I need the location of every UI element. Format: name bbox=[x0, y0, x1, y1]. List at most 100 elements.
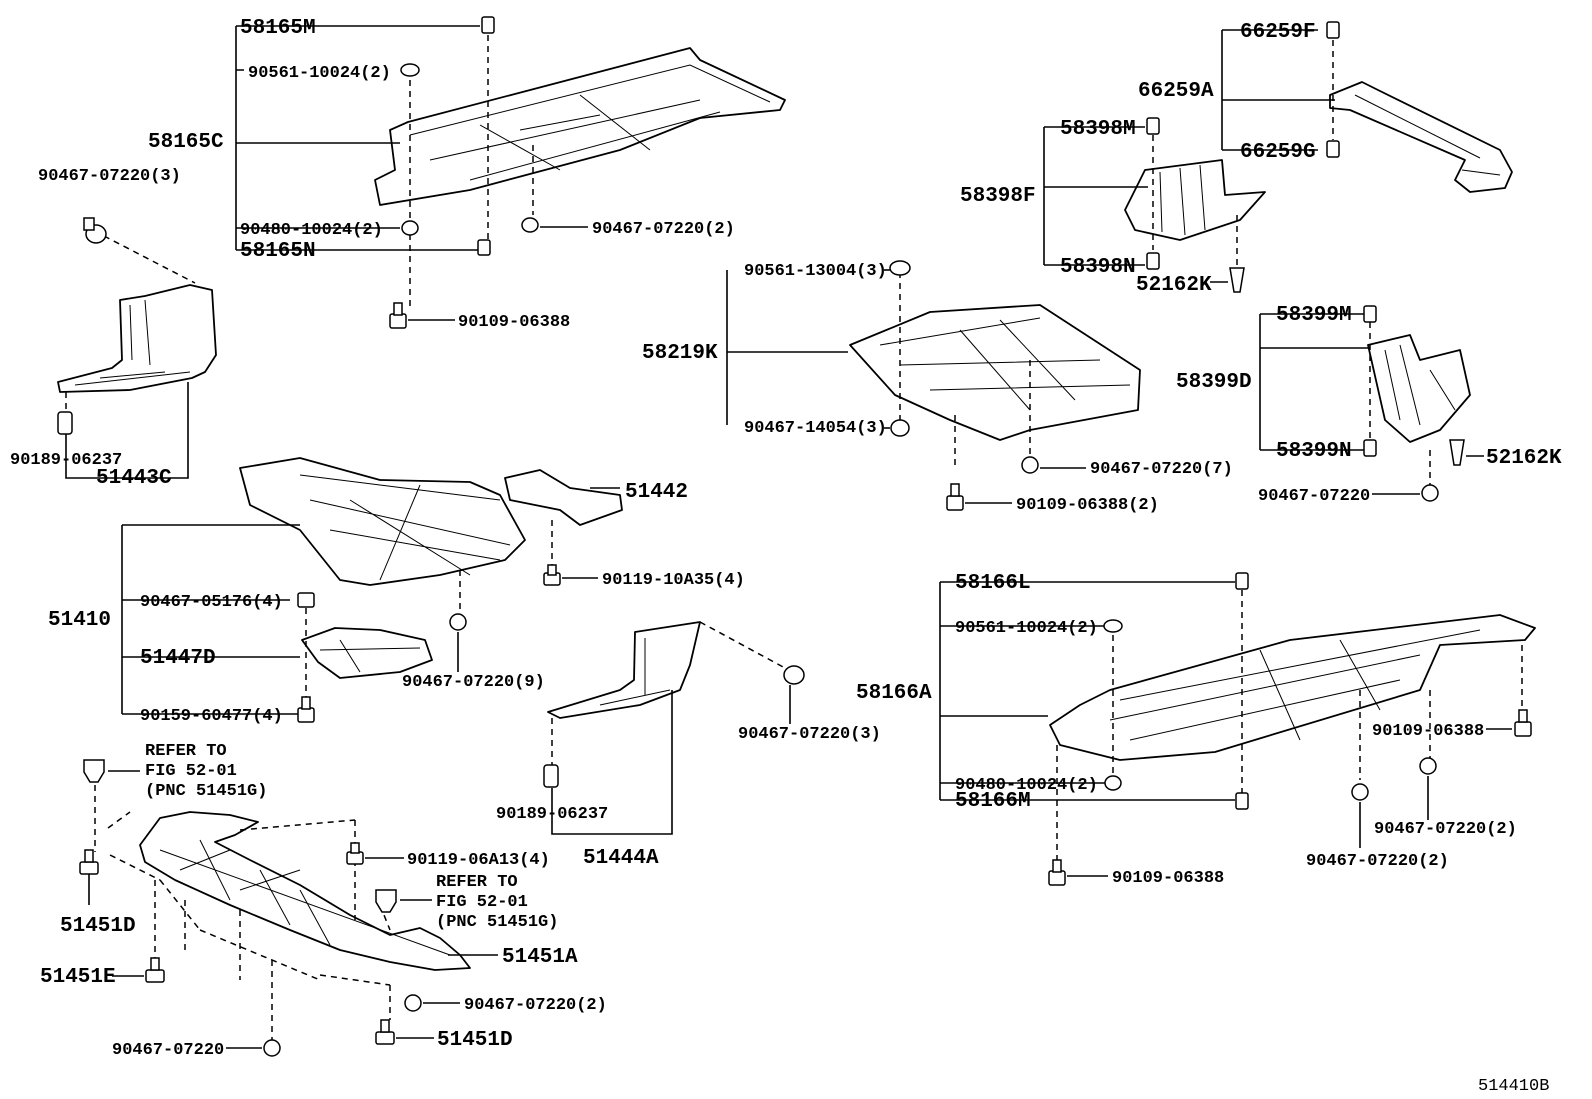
bolt-icon bbox=[145, 957, 165, 983]
label-90561-10024-2: 90561-10024(2) bbox=[955, 619, 1098, 638]
part-58219K-cover[interactable] bbox=[849, 304, 1141, 441]
label-90467-07220-3: 90467-07220(3) bbox=[738, 725, 881, 744]
clip-icon bbox=[401, 220, 419, 236]
label-58165M: 58165M bbox=[240, 17, 316, 40]
refer-note-line3: (PNC 51451G) bbox=[436, 913, 558, 932]
label-90159-60477-4: 90159-60477(4) bbox=[140, 707, 283, 726]
bolt-icon bbox=[1363, 439, 1377, 457]
part-51410-cover[interactable] bbox=[239, 457, 526, 586]
label-90467-05176-4: 90467-05176(4) bbox=[140, 593, 283, 612]
part-51442-cover[interactable] bbox=[504, 469, 623, 526]
label-90109-06388: 90109-06388 bbox=[1112, 869, 1224, 888]
refer-note-line1: REFER TO bbox=[145, 742, 227, 761]
label-90119-06A13-4: 90119-06A13(4) bbox=[407, 851, 550, 870]
label-58165N: 58165N bbox=[240, 240, 316, 263]
label-58166A: 58166A bbox=[856, 682, 932, 705]
part-51447D-cover[interactable] bbox=[301, 627, 433, 679]
label-90561-10024-2: 90561-10024(2) bbox=[248, 64, 391, 83]
part-66259A-bracket[interactable] bbox=[1329, 81, 1513, 193]
label-51451E: 51451E bbox=[40, 966, 116, 989]
part-58398F-cover[interactable] bbox=[1124, 159, 1266, 241]
label-90109-06388: 90109-06388 bbox=[1372, 722, 1484, 741]
bolt-icon bbox=[1514, 709, 1532, 737]
clip-icon bbox=[1021, 456, 1039, 474]
refer-note-line2: FIG 52-01 bbox=[436, 893, 528, 912]
label-51444A: 51444A bbox=[583, 847, 659, 870]
bolt-icon bbox=[346, 842, 364, 865]
clip-icon bbox=[1104, 775, 1122, 791]
clip-icon bbox=[1351, 783, 1369, 801]
label-58166L: 58166L bbox=[955, 572, 1031, 595]
part-51443C-cover[interactable] bbox=[57, 284, 217, 393]
bolt-icon bbox=[1326, 140, 1340, 158]
clip-icon bbox=[263, 1039, 281, 1057]
label-58399N: 58399N bbox=[1276, 440, 1352, 463]
clip-icon bbox=[783, 665, 805, 685]
label-90561-13004-3: 90561-13004(3) bbox=[744, 262, 887, 281]
bolt-icon bbox=[946, 483, 964, 511]
label-90467-07220-2: 90467-07220(2) bbox=[464, 996, 607, 1015]
label-58398F: 58398F bbox=[960, 185, 1036, 208]
bolt-icon bbox=[477, 239, 491, 256]
label-51451A: 51451A bbox=[502, 946, 578, 969]
label-51443C: 51443C bbox=[96, 467, 172, 490]
label-58398N: 58398N bbox=[1060, 256, 1136, 279]
clip-icon bbox=[83, 217, 107, 244]
bolt-icon bbox=[1146, 252, 1160, 270]
label-90467-07220-7: 90467-07220(7) bbox=[1090, 460, 1233, 479]
refer-note-line1: REFER TO bbox=[436, 873, 518, 892]
label-52162K: 52162K bbox=[1486, 447, 1562, 470]
label-90480-10024-2: 90480-10024(2) bbox=[955, 776, 1098, 795]
bolt-icon bbox=[389, 302, 407, 329]
label-58399M: 58399M bbox=[1276, 304, 1352, 327]
bolt-icon bbox=[375, 1019, 395, 1045]
label-58398M: 58398M bbox=[1060, 118, 1136, 141]
bolt-icon bbox=[297, 696, 315, 723]
label-90189-06237: 90189-06237 bbox=[496, 805, 608, 824]
label-90467-14054-3: 90467-14054(3) bbox=[744, 419, 887, 438]
part-51451A-cover[interactable] bbox=[139, 811, 471, 971]
label-90119-10A35-4: 90119-10A35(4) bbox=[602, 571, 745, 590]
clip-icon bbox=[890, 419, 910, 437]
part-58399D-cover[interactable] bbox=[1367, 334, 1471, 443]
nut-icon bbox=[297, 592, 315, 608]
clip-icon bbox=[1229, 267, 1245, 293]
clip-icon bbox=[83, 759, 105, 783]
clip-icon bbox=[521, 217, 539, 233]
bolt-icon bbox=[481, 16, 495, 34]
refer-note-line3: (PNC 51451G) bbox=[145, 782, 267, 801]
label-90467-07220-3: 90467-07220(3) bbox=[38, 167, 181, 186]
label-90467-07220-2: 90467-07220(2) bbox=[1374, 820, 1517, 839]
clip-icon bbox=[543, 764, 559, 788]
clip-icon bbox=[449, 613, 467, 631]
part-58166A-cover[interactable] bbox=[1049, 614, 1536, 761]
label-66259A: 66259A bbox=[1138, 80, 1214, 103]
grommet-icon bbox=[400, 63, 420, 77]
part-58165C-cover[interactable] bbox=[374, 47, 786, 206]
label-90109-06388-2: 90109-06388(2) bbox=[1016, 496, 1159, 515]
part-51444A-cover[interactable] bbox=[547, 621, 701, 719]
clip-icon bbox=[1449, 439, 1465, 466]
bolt-icon bbox=[79, 849, 99, 875]
bolt-icon bbox=[1048, 859, 1066, 886]
grommet-icon bbox=[889, 260, 911, 276]
label-51451D: 51451D bbox=[437, 1029, 513, 1052]
grommet-icon bbox=[1103, 619, 1123, 633]
label-90467-07220-9: 90467-07220(9) bbox=[402, 673, 545, 692]
label-90467-07220: 90467-07220 bbox=[1258, 487, 1370, 506]
label-66259F: 66259F bbox=[1240, 21, 1316, 44]
label-90109-06388: 90109-06388 bbox=[458, 313, 570, 332]
label-90467-07220-2: 90467-07220(2) bbox=[592, 220, 735, 239]
clip-icon bbox=[404, 994, 422, 1012]
bolt-icon bbox=[1235, 572, 1249, 590]
label-51451D: 51451D bbox=[60, 915, 136, 938]
bolt-icon bbox=[543, 564, 561, 586]
label-51442: 51442 bbox=[625, 481, 688, 504]
bolt-icon bbox=[1326, 21, 1340, 39]
label-51447D: 51447D bbox=[140, 647, 216, 670]
label-90467-07220-2: 90467-07220(2) bbox=[1306, 852, 1449, 871]
label-90480-10024-2: 90480-10024(2) bbox=[240, 221, 383, 240]
label-90467-07220: 90467-07220 bbox=[112, 1041, 224, 1060]
label-51410: 51410 bbox=[48, 609, 111, 632]
